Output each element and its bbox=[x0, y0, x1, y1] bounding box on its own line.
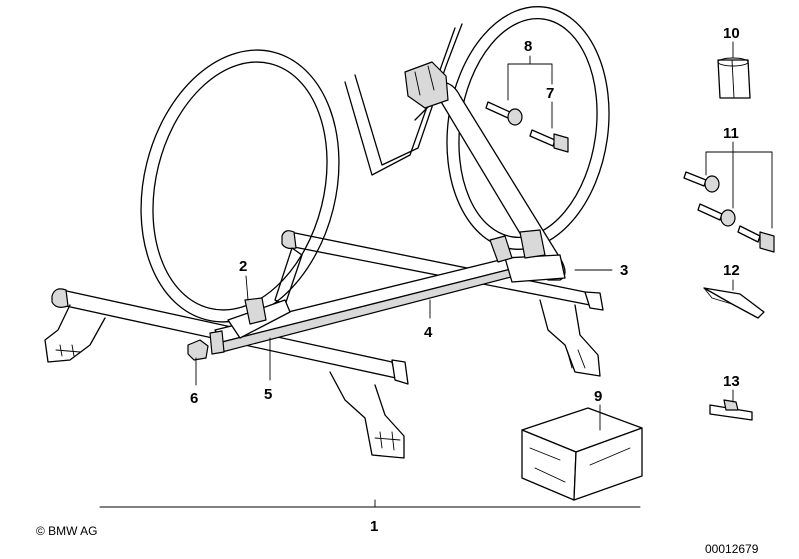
callout-7: 7 bbox=[546, 85, 554, 102]
callout-9: 9 bbox=[594, 388, 602, 405]
front-wheel bbox=[140, 49, 340, 323]
copyright-text: © BMW AG bbox=[36, 524, 98, 538]
callout-5: 5 bbox=[264, 386, 272, 403]
box-9 bbox=[521, 407, 643, 501]
callout-2: 2 bbox=[239, 258, 247, 275]
bolt-8 bbox=[485, 101, 523, 126]
clamp-13 bbox=[709, 399, 753, 421]
callout-11: 11 bbox=[723, 125, 739, 142]
end-cap bbox=[187, 339, 209, 361]
clip-10 bbox=[717, 57, 751, 99]
callout-1: 1 bbox=[370, 518, 378, 535]
leader-lines bbox=[99, 41, 773, 508]
drawing-number: 00012679 bbox=[705, 542, 759, 556]
callout-3: 3 bbox=[620, 262, 628, 279]
callout-6: 6 bbox=[190, 390, 198, 407]
blade-12 bbox=[703, 287, 765, 319]
callout-4: 4 bbox=[424, 324, 433, 341]
key-7 bbox=[529, 129, 569, 153]
callout-10: 10 bbox=[723, 25, 740, 42]
bolts-11 bbox=[683, 171, 775, 253]
bike-rail bbox=[209, 229, 566, 355]
callout-8: 8 bbox=[524, 38, 532, 55]
callout-13: 13 bbox=[723, 373, 740, 390]
callout-12: 12 bbox=[723, 262, 740, 279]
